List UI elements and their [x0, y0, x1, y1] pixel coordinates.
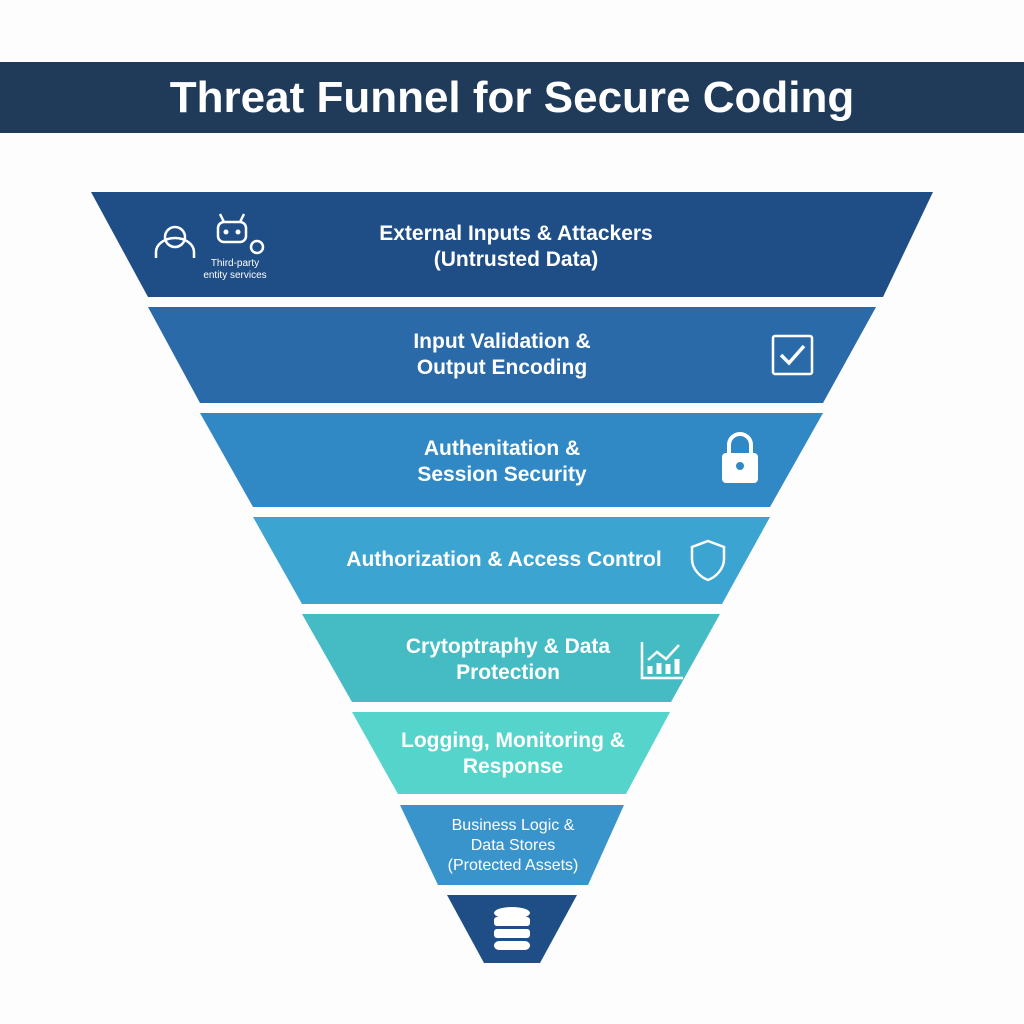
- chart-icon: [640, 642, 683, 680]
- layer-4-label: Authorization & Access Control: [346, 548, 662, 571]
- user-icon: [154, 225, 196, 258]
- layer-6-label: Logging, Monitoring & Response: [401, 729, 625, 778]
- funnel-layer-6: [352, 712, 670, 794]
- funnel-layer-1: [91, 192, 933, 297]
- gear-icon: [249, 239, 265, 255]
- layer-3-label: Authenitation & Session Security: [417, 437, 587, 486]
- icon-caption: Third-party entity services: [203, 258, 267, 281]
- layer-1-label: External Inputs & Attackers (Untrusted D…: [379, 222, 653, 271]
- layer-2-label: Input Validation & Output Encoding: [413, 330, 591, 379]
- shield-icon: [690, 539, 726, 582]
- funnel-layer-5: [302, 614, 720, 702]
- funnel-layer-2: [148, 307, 876, 403]
- funnel-layer-4: [253, 517, 770, 604]
- lock-icon: [722, 432, 758, 483]
- funnel-layer-3: [200, 413, 823, 507]
- title-bar: Threat Funnel for Secure Coding: [0, 62, 1024, 133]
- funnel-layer-7: [400, 805, 624, 885]
- robot-icon: [216, 213, 248, 244]
- database-icon: [494, 907, 530, 950]
- layer-7-label: Business Logic & Data Stores (Protected …: [447, 817, 579, 874]
- checkbox-icon: [771, 334, 814, 376]
- layer-5-label: Crytoptraphy & Data Protection: [405, 635, 611, 684]
- page-title: Threat Funnel for Secure Coding: [169, 72, 855, 122]
